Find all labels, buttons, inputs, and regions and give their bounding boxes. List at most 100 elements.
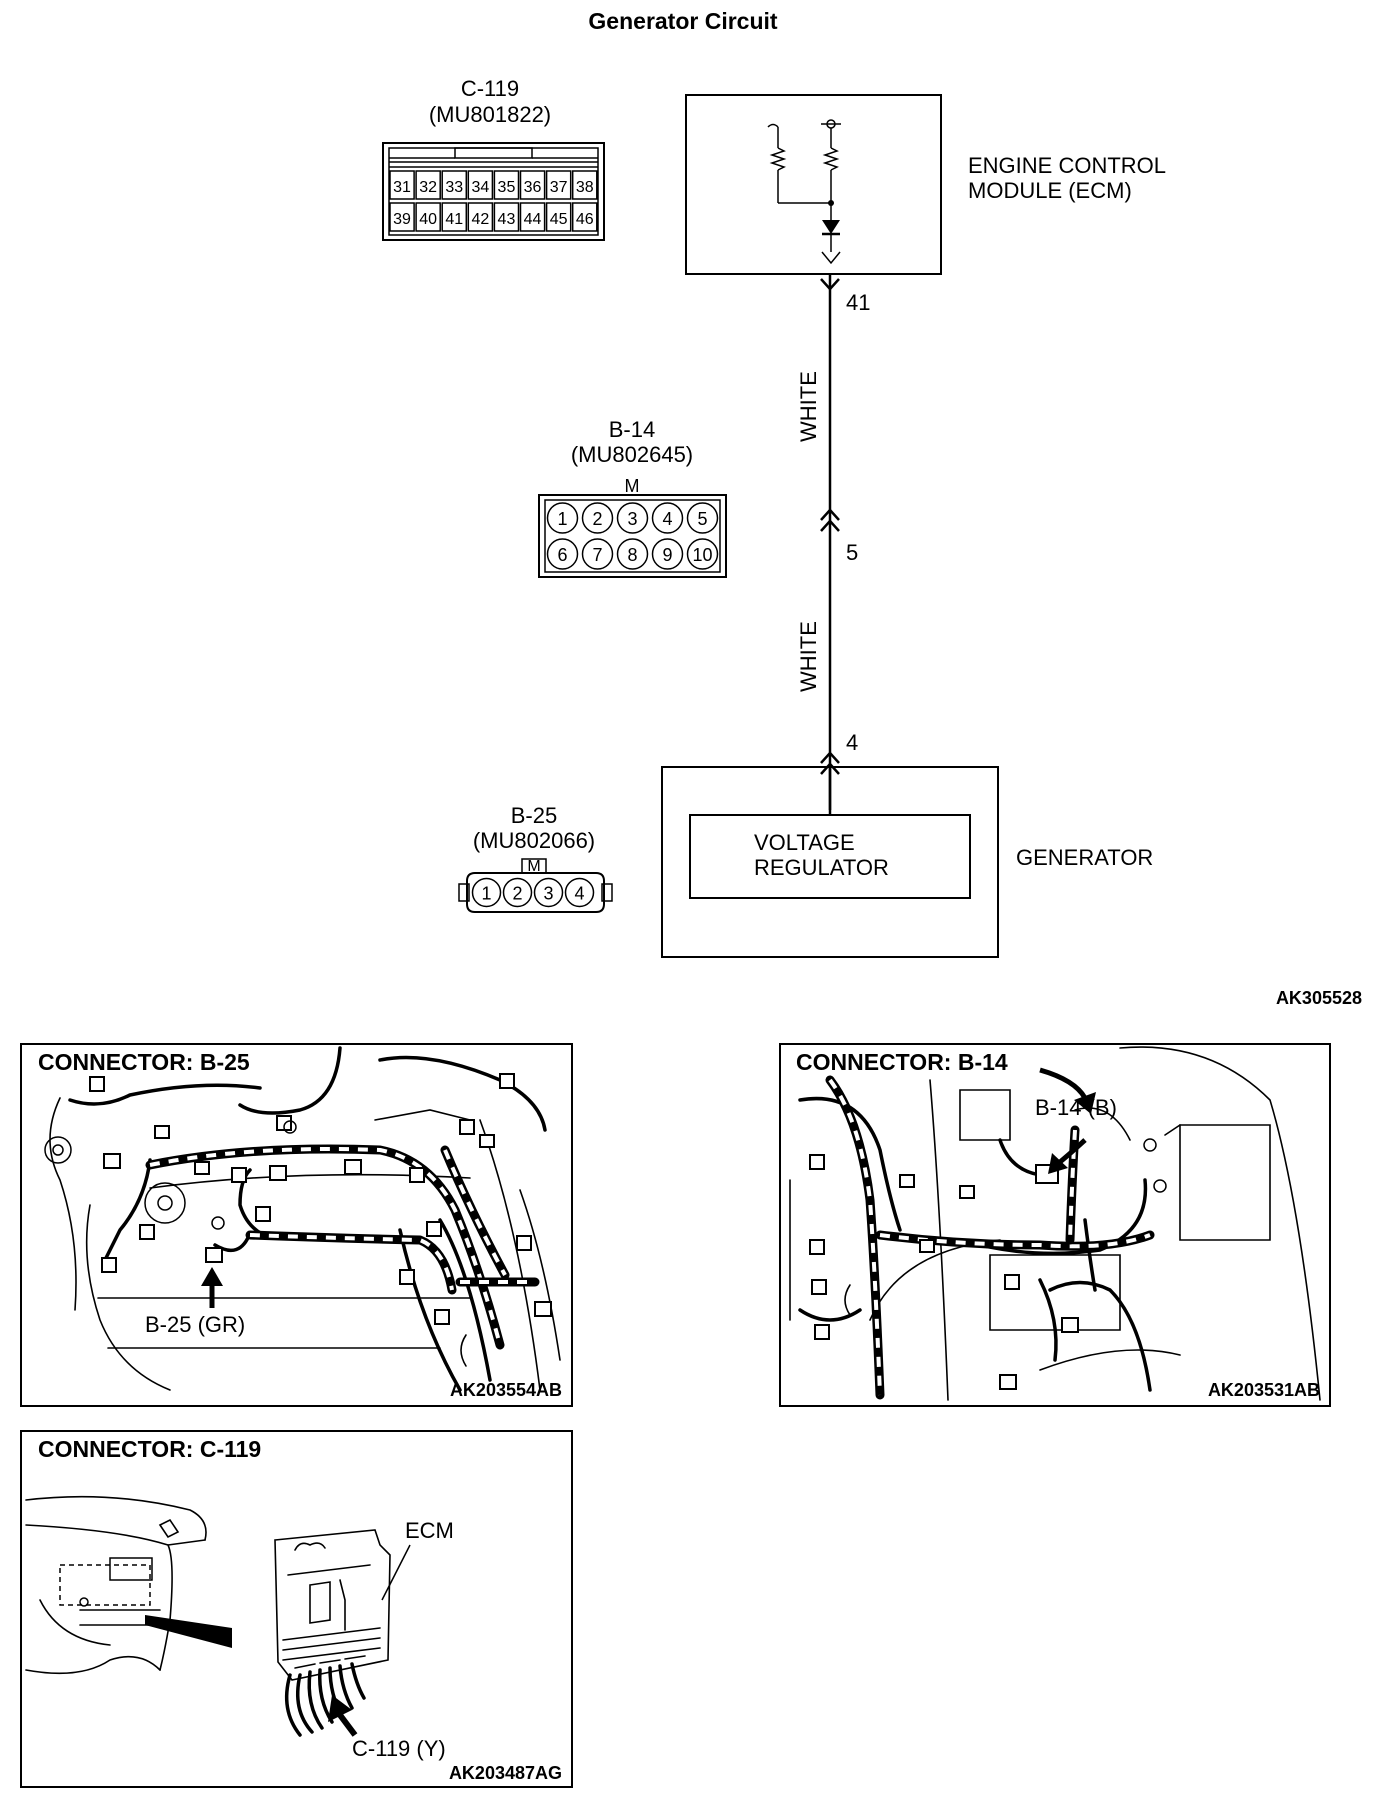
panel-c119-ecm-label: ECM xyxy=(405,1518,454,1543)
connector-b14-key: M xyxy=(625,476,640,496)
c119-pin-label: 35 xyxy=(498,179,516,196)
diagram-code: AK305528 xyxy=(1276,988,1362,1008)
b25-pin-cell xyxy=(502,877,533,908)
c119-pin-cell xyxy=(545,202,572,232)
connector-b25-key: M xyxy=(527,858,540,875)
c119-pin-label: 46 xyxy=(576,211,594,228)
b25-pin-label: 1 xyxy=(481,884,491,904)
connector-c119-name: C-119 xyxy=(461,76,519,101)
b14-pin-label: 2 xyxy=(592,509,602,529)
c119-pin-cell xyxy=(467,202,494,232)
c119-pin-cell xyxy=(519,170,546,200)
c119-pin-cell xyxy=(389,170,415,200)
b14-pin-label: 8 xyxy=(627,545,637,565)
ecm-label-line1: ENGINE CONTROL xyxy=(968,153,1166,178)
b25-pin-cell xyxy=(533,877,564,908)
panel-b14-title: CONNECTOR: B-14 xyxy=(796,1049,1008,1075)
c119-pin-label: 41 xyxy=(445,211,463,228)
c119-pin-label: 32 xyxy=(419,179,437,196)
b14-pin-cell xyxy=(686,502,719,534)
c119-pin-label: 37 xyxy=(550,179,568,196)
b14-pin-cell xyxy=(616,502,649,534)
wire-pin-generator: 4 xyxy=(846,730,858,755)
connector-c119-part: (MU801822) xyxy=(429,102,551,127)
connector-b14-part: (MU802645) xyxy=(571,442,693,467)
c119-pin-cell xyxy=(493,170,520,200)
regulator-label-line1: VOLTAGE xyxy=(754,830,855,855)
diagram-title: Generator Circuit xyxy=(588,8,777,34)
panel-b14-callout: B-14 (B) xyxy=(1035,1095,1117,1120)
wire-pin-b14: 5 xyxy=(846,540,858,565)
b25-pin-label: 2 xyxy=(512,884,522,904)
c119-pin-cell xyxy=(441,202,468,232)
b25-pin-label: 3 xyxy=(543,884,553,904)
c119-pin-label: 38 xyxy=(576,179,594,196)
b14-pin-label: 10 xyxy=(692,545,712,565)
b14-pin-cell xyxy=(581,502,614,534)
ecm-block: ENGINE CONTROL MODULE (ECM) xyxy=(685,94,1166,275)
c119-pin-cell xyxy=(493,202,520,232)
wire-color-lower: WHITE xyxy=(796,621,821,692)
panel-c119-code: AK203487AG xyxy=(449,1763,562,1783)
b25-pin-label: 4 xyxy=(574,884,584,904)
b14-pin-cell xyxy=(546,502,579,534)
main-wire: 41 5 4 WHITE WHITE xyxy=(796,274,870,810)
c119-pin-label: 42 xyxy=(471,211,489,228)
wire-pin-ecm: 41 xyxy=(846,290,870,315)
generator-label: GENERATOR xyxy=(1016,845,1153,870)
panel-connector-b14: CONNECTOR: B-14 xyxy=(779,1043,1331,1407)
panel-c119-callout: C-119 (Y) xyxy=(352,1736,446,1761)
connector-b25-part: (MU802066) xyxy=(473,828,595,853)
b25-pin-grid: 1 2 3 4 xyxy=(471,877,595,908)
c119-pin-cell xyxy=(545,170,572,200)
b14-pin-label: 5 xyxy=(697,509,707,529)
b14-pin-label: 6 xyxy=(557,545,567,565)
b25-pin-cell xyxy=(471,877,502,908)
connector-b25-face: B-25 (MU802066) M 1 2 3 4 xyxy=(458,803,613,913)
ecm-internal-circuit xyxy=(767,119,841,265)
b14-pin-label: 3 xyxy=(627,509,637,529)
c119-pin-cell xyxy=(571,202,598,232)
panel-b25-title: CONNECTOR: B-25 xyxy=(38,1049,250,1075)
panel-b14-code: AK203531AB xyxy=(1208,1380,1320,1400)
c119-pin-label: 45 xyxy=(550,211,568,228)
c119-pin-label: 34 xyxy=(471,179,489,196)
c119-pin-cell xyxy=(415,202,441,232)
c119-pin-cell xyxy=(441,170,468,200)
b14-pin-cell xyxy=(686,538,719,570)
c119-pin-label: 43 xyxy=(498,211,516,228)
panel-connector-c119: CONNECTOR: C-119 ECM xyxy=(20,1430,573,1788)
generator-block: VOLTAGE REGULATOR GENERATOR xyxy=(661,766,1153,958)
b14-pin-label: 7 xyxy=(592,545,602,565)
panel-b25-code: AK203554AB xyxy=(450,1380,562,1400)
c119-pin-cell xyxy=(389,202,415,232)
b14-pin-label: 1 xyxy=(557,509,567,529)
panel-b25-callout: B-25 (GR) xyxy=(145,1312,245,1337)
panel-c119-title: CONNECTOR: C-119 xyxy=(38,1436,261,1462)
c119-pin-label: 44 xyxy=(524,211,542,228)
b14-pin-label: 4 xyxy=(662,509,672,529)
c119-pin-label: 33 xyxy=(445,179,463,196)
c119-pin-cell xyxy=(519,202,546,232)
c119-pin-cell xyxy=(571,170,598,200)
b14-pin-cell xyxy=(546,538,579,570)
b14-pin-cell xyxy=(651,538,684,570)
c119-pin-label: 36 xyxy=(524,179,542,196)
connector-b25-name: B-25 xyxy=(511,803,557,828)
b14-pin-cell xyxy=(616,538,649,570)
c119-pin-label: 40 xyxy=(419,211,437,228)
c119-pin-label: 31 xyxy=(393,179,411,196)
b25-pin-cell xyxy=(564,877,595,908)
ecm-label-line2: MODULE (ECM) xyxy=(968,178,1132,203)
b14-pin-cell xyxy=(581,538,614,570)
c119-pin-cell xyxy=(467,170,494,200)
wire-color-upper: WHITE xyxy=(796,371,821,442)
b14-pin-cell xyxy=(651,502,684,534)
c119-pin-cell xyxy=(415,170,441,200)
regulator-label-line2: REGULATOR xyxy=(754,855,889,880)
